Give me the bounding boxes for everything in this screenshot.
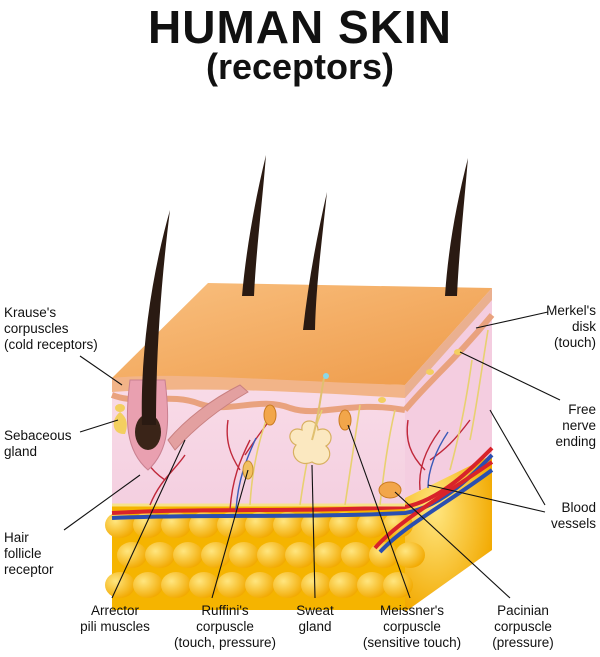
fat-cell	[395, 542, 425, 568]
fat-cell	[189, 572, 219, 598]
fat-cell	[329, 572, 359, 598]
fat-cell	[161, 572, 191, 598]
fat-cell	[145, 542, 175, 568]
fat-cell	[173, 542, 203, 568]
fat-cell	[357, 572, 387, 598]
fat-cell	[217, 572, 247, 598]
fat-cell	[313, 542, 343, 568]
fat-cell	[229, 542, 259, 568]
fat-cell	[257, 542, 287, 568]
fat-cell	[301, 572, 331, 598]
fat-cell	[105, 572, 135, 598]
fat-cell	[285, 542, 315, 568]
subcutaneous-fat	[105, 505, 425, 610]
fat-cell	[341, 542, 371, 568]
fat-cell	[273, 572, 303, 598]
fat-cell	[133, 572, 163, 598]
fat-cell	[245, 572, 275, 598]
